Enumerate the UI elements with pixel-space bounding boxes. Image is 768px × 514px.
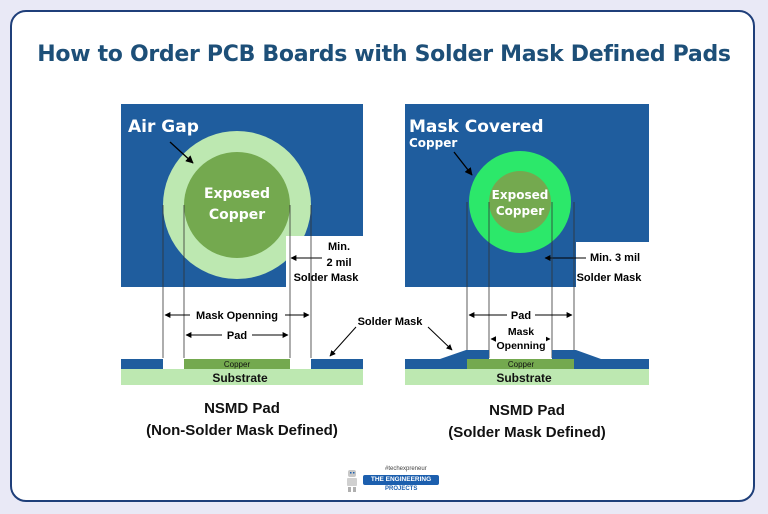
logo-sub: PROJECTS bbox=[385, 486, 418, 492]
right-mask-line2: Openning bbox=[497, 340, 546, 352]
logo-brand: THE ENGINEERING bbox=[370, 476, 432, 483]
right-solder-mask-label: Solder Mask bbox=[577, 272, 643, 284]
brand-logo: #techexpreneur THE ENGINEERING PROJECTS bbox=[345, 466, 440, 496]
right-label-patch bbox=[576, 242, 649, 287]
shared-solder-mask-label: Solder Mask bbox=[358, 316, 424, 328]
left-mask-openning-label: Mask Openning bbox=[196, 310, 278, 322]
right-exposed-copper bbox=[489, 171, 551, 233]
left-min-line1: Min. bbox=[328, 241, 350, 253]
robot-icon bbox=[347, 470, 357, 492]
left-caption: NSMD Pad (Non-Solder Mask Defined) bbox=[121, 398, 363, 442]
right-caption-line1: NSMD Pad bbox=[489, 402, 565, 419]
left-center-line1: Exposed bbox=[204, 186, 270, 202]
right-caption: NSMD Pad (Solder Mask Defined) bbox=[405, 400, 649, 444]
left-label-patch bbox=[286, 236, 363, 287]
left-copper-label: Copper bbox=[224, 360, 251, 369]
left-heading: Air Gap bbox=[128, 117, 199, 137]
right-copper bbox=[467, 359, 574, 369]
right-substrate bbox=[405, 369, 649, 385]
left-copper bbox=[184, 359, 290, 369]
left-pad-bg bbox=[222, 328, 252, 342]
left-exposed-copper bbox=[184, 152, 290, 258]
right-center-line2: Copper bbox=[496, 204, 544, 218]
right-copper-label: Copper bbox=[508, 360, 535, 369]
left-caption-line1: NSMD Pad bbox=[204, 400, 280, 417]
right-substrate-label: Substrate bbox=[496, 371, 552, 385]
left-substrate bbox=[121, 369, 363, 385]
left-mask-segment-r bbox=[311, 359, 363, 369]
left-dim-bg bbox=[190, 307, 285, 322]
right-copper-arrow bbox=[453, 151, 473, 176]
shared-arrow-left bbox=[329, 326, 357, 357]
left-pad-label: Pad bbox=[227, 330, 247, 342]
right-heading: Mask Covered bbox=[409, 117, 544, 137]
right-mask-bg bbox=[496, 326, 546, 351]
left-substrate-label: Substrate bbox=[212, 371, 268, 385]
logo-tagline: #techexpreneur bbox=[385, 466, 427, 472]
right-min-label: Min. 3 mil bbox=[590, 252, 640, 264]
right-caption-line2: (Solder Mask Defined) bbox=[448, 424, 606, 441]
right-pad-bg bbox=[507, 307, 535, 322]
page-title: How to Order PCB Boards with Solder Mask… bbox=[37, 42, 731, 67]
left-min-line2: 2 mil bbox=[326, 257, 351, 269]
right-center-line1: Exposed bbox=[492, 188, 549, 202]
right-subheading: Copper bbox=[409, 136, 457, 150]
right-pad-label: Pad bbox=[511, 310, 531, 322]
shared-arrow-right bbox=[427, 326, 453, 351]
right-mask-line1: Mask bbox=[508, 326, 534, 338]
left-solder-mask-label: Solder Mask bbox=[294, 272, 360, 284]
left-mask-segment-l bbox=[121, 359, 163, 369]
left-air-gap-arrow bbox=[169, 141, 194, 164]
left-center-line2: Copper bbox=[209, 207, 265, 223]
logo-bar bbox=[363, 475, 439, 485]
left-caption-line2: (Non-Solder Mask Defined) bbox=[146, 422, 338, 439]
